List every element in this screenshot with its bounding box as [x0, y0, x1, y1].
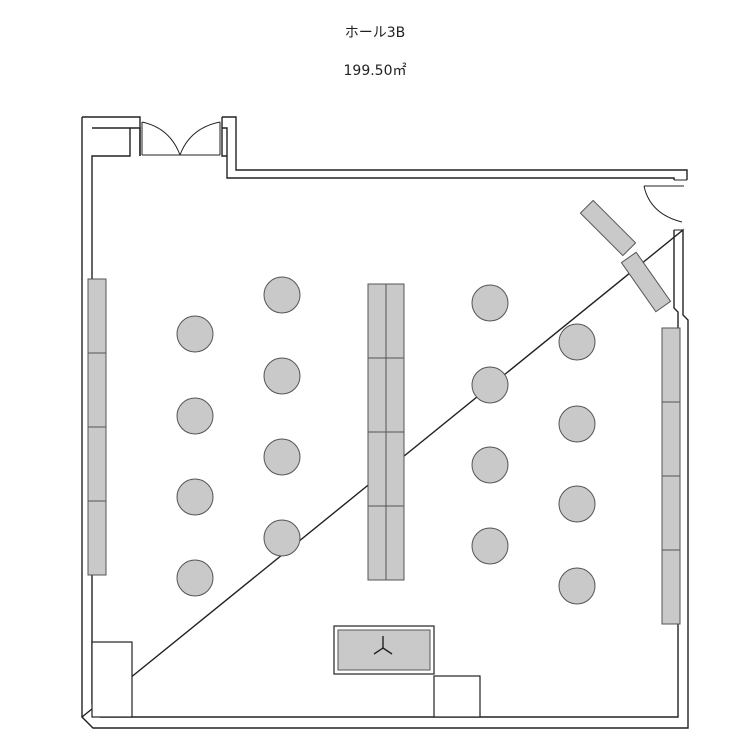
double-door[interactable]: [141, 121, 221, 156]
center-table: [367, 505, 387, 581]
round-table: [471, 284, 509, 322]
round-table: [263, 438, 301, 476]
hall-area: 199.50㎡: [343, 63, 407, 79]
round-table: [176, 559, 214, 597]
wall-panel: [87, 500, 107, 576]
diagonal-panel: [579, 199, 637, 257]
round-table: [558, 405, 596, 443]
round-table: [558, 323, 596, 361]
round-table: [471, 527, 509, 565]
corner-boxes: [91, 641, 481, 718]
center-table: [385, 357, 405, 433]
round-table: [176, 315, 214, 353]
wall-panel: [87, 278, 107, 354]
wall-panel: [87, 426, 107, 502]
round-tables: [176, 276, 596, 605]
center-table: [367, 283, 387, 359]
round-table: [176, 397, 214, 435]
round-table: [176, 478, 214, 516]
center-table: [385, 505, 405, 581]
round-table: [263, 357, 301, 395]
wall-panel: [661, 327, 681, 403]
podium-inner: [337, 629, 431, 671]
door-arc-left: [141, 121, 181, 156]
center-table: [385, 283, 405, 359]
hall-name: ホール3B: [344, 25, 406, 41]
wall-panel: [661, 549, 681, 625]
corner-box-bottom: [433, 675, 481, 718]
diagonal-panel: [620, 251, 672, 313]
center-table: [385, 431, 405, 507]
side-door[interactable]: [643, 179, 687, 231]
wall-panel: [661, 401, 681, 477]
door-jamb-right: [221, 117, 227, 157]
round-table: [263, 276, 301, 314]
diagonal-panels: [579, 199, 672, 313]
round-table: [471, 446, 509, 484]
round-table: [471, 366, 509, 404]
round-table: [558, 485, 596, 523]
podium: [333, 625, 435, 675]
corner-box-left: [91, 641, 133, 718]
side-door-arc: [643, 185, 683, 223]
side-door-jamb: [674, 179, 687, 231]
door-jamb-left: [130, 127, 141, 156]
wall-panel: [661, 475, 681, 551]
left-wall-panels: [87, 278, 107, 576]
round-table: [263, 519, 301, 557]
ceiling-fan-icon: [373, 636, 393, 655]
walls: [80, 116, 689, 729]
center-tables: [367, 283, 405, 581]
door-arc-right: [179, 121, 221, 156]
wall-panel: [87, 352, 107, 428]
round-table: [558, 567, 596, 605]
right-wall-panels: [661, 327, 681, 625]
center-table: [367, 431, 387, 507]
center-table: [367, 357, 387, 433]
